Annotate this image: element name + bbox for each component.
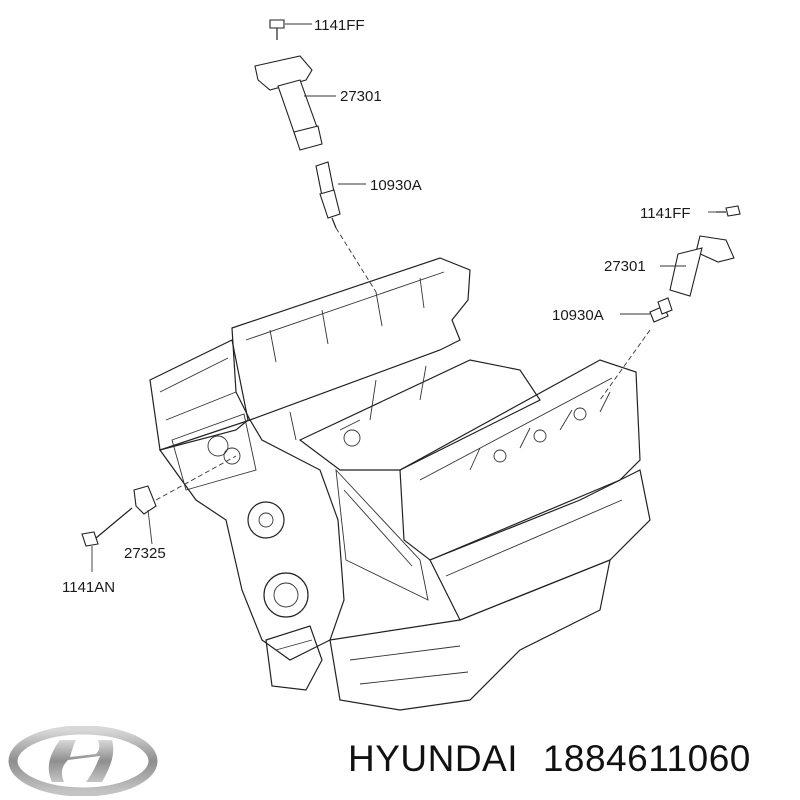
left-bolt-1141ff	[269, 19, 285, 40]
bolt-1141an	[81, 507, 133, 547]
right-ignition-coil	[669, 235, 735, 297]
right-spark-plug	[649, 297, 673, 323]
engine-block	[149, 257, 651, 711]
callout-1141ff-left: 1141FF	[314, 17, 365, 34]
left-ignition-coil	[254, 55, 323, 151]
callout-27301-left: 27301	[340, 88, 382, 105]
callout-1141ff-right: 1141FF	[640, 205, 691, 222]
callout-27301-right: 27301	[604, 258, 646, 275]
sensor-27325	[133, 485, 157, 515]
callout-10930a-left: 10930A	[370, 177, 422, 194]
brand-and-part-number: HYUNDAI 1884611060	[348, 738, 751, 780]
callout-27325: 27325	[124, 545, 166, 562]
right-bolt-1141ff	[716, 205, 741, 217]
hyundai-logo-icon	[8, 726, 158, 796]
left-spark-plug	[315, 161, 341, 229]
part-number: 1884611060	[542, 738, 751, 779]
callout-10930a-right: 10930A	[552, 307, 604, 324]
brand-name: HYUNDAI	[348, 738, 519, 779]
callout-1141an: 1141AN	[62, 579, 115, 596]
